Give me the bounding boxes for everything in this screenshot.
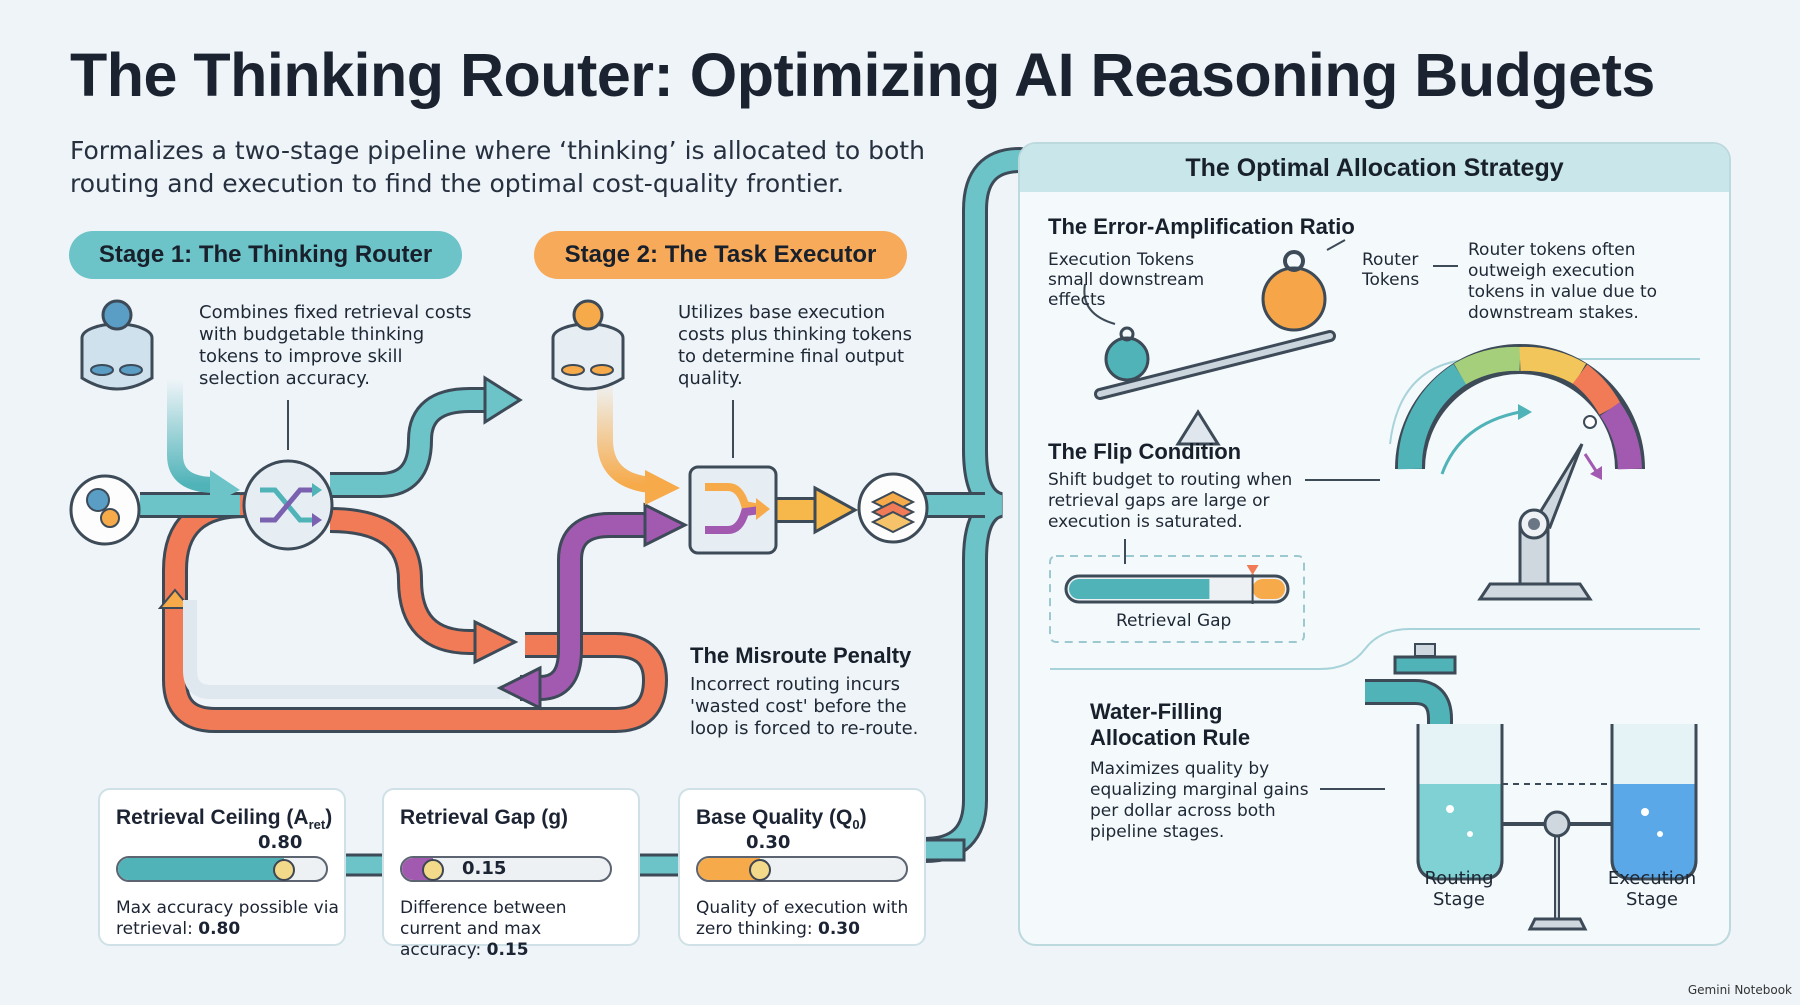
metric-bar (116, 856, 328, 882)
metric-title: Retrieval Ceiling (Aret) (116, 806, 333, 833)
metric-value: 0.80 (258, 832, 303, 853)
misroute-title: The Misroute Penalty (690, 643, 912, 668)
page-subtitle: Formalizes a two-stage pipeline where ‘t… (70, 136, 925, 198)
metric-knob (749, 859, 772, 881)
metric-value: 0.15 (462, 858, 507, 879)
stage1-pill: Stage 1: The Thinking Router (69, 231, 462, 279)
source-node (69, 474, 141, 546)
metric-card-retrieval-gap: Retrieval Gap (g) 0.15 Difference betwee… (382, 788, 640, 960)
router-output-arrow (330, 375, 523, 498)
water-filling-icon (1320, 643, 1698, 931)
metric-title: Retrieval Gap (g) (400, 806, 569, 829)
water-note: Maximizes quality by equalizing marginal… (1090, 759, 1309, 842)
stage2-note: Utilizes base execution costs plus think… (678, 302, 912, 389)
misroute-note: Incorrect routing incurs 'wasted cost' b… (690, 674, 919, 739)
metric-value: 0.30 (746, 832, 791, 853)
metric-bar (696, 856, 908, 882)
panel-illustrations (1049, 239, 1700, 931)
ratio-exec-label: Execution Tokens small downstream effect… (1048, 250, 1205, 310)
retrieval-gap-meter (1049, 539, 1305, 643)
stage2-pill: Stage 2: The Task Executor (534, 231, 907, 279)
router-shuffle-icon (242, 459, 334, 551)
seesaw-icon (1083, 239, 1458, 446)
output-layers-icon (857, 472, 929, 544)
metric-description: Difference between current and max accur… (400, 898, 567, 960)
metric-card-base-quality: Base Quality (Q0) 0.30 Quality of execut… (678, 788, 926, 946)
executor-database-icon (551, 299, 625, 391)
execution-stage-label: Execution Stage (1607, 868, 1697, 910)
flip-title: The Flip Condition (1048, 439, 1242, 464)
metric-knob (422, 859, 445, 881)
executor-output-arrow (770, 485, 859, 535)
metric-description: Quality of execution with zero thinking:… (696, 898, 909, 939)
brand-watermark: Gemini Notebook (1687, 983, 1792, 997)
water-title: Water-Filling Allocation Rule (1090, 699, 1251, 750)
metric-bar-fill (698, 858, 761, 880)
ratio-title: The Error-Amplification Ratio (1048, 214, 1355, 239)
stage1-note: Combines fixed retrieval costs with budg… (199, 302, 472, 389)
misroute-loop (157, 492, 668, 733)
executor-input-path (597, 380, 680, 505)
ratio-note: Router tokens often outweigh execution t… (1468, 240, 1658, 323)
metric-description: Max accuracy possible via retrieval: 0.8… (116, 898, 339, 939)
panel-title: The Optimal Allocation Strategy (1020, 144, 1729, 192)
router-input-path (140, 380, 240, 518)
metric-card-retrieval-ceiling: Retrieval Ceiling (Aret) 0.80 Max accura… (98, 788, 346, 946)
flip-note: Shift budget to routing when retrieval g… (1048, 470, 1293, 532)
routing-stage-label: Routing Stage (1424, 868, 1494, 910)
gap-meter-label: Retrieval Gap (1116, 611, 1232, 631)
metric-title: Base Quality (Q0) (696, 806, 867, 833)
page-title: The Thinking Router: Optimizing AI Reaso… (70, 41, 1655, 109)
allocation-strategy-panel: The Optimal Allocation Strategy (1018, 142, 1731, 946)
router-database-icon (80, 299, 154, 391)
executor-merge-icon (688, 465, 778, 555)
purple-path (496, 502, 689, 711)
gauge-icon (1305, 344, 1645, 601)
metric-bar-fill (118, 858, 285, 880)
metric-knob (273, 859, 296, 881)
ratio-router-label: Router Tokens (1362, 250, 1420, 290)
